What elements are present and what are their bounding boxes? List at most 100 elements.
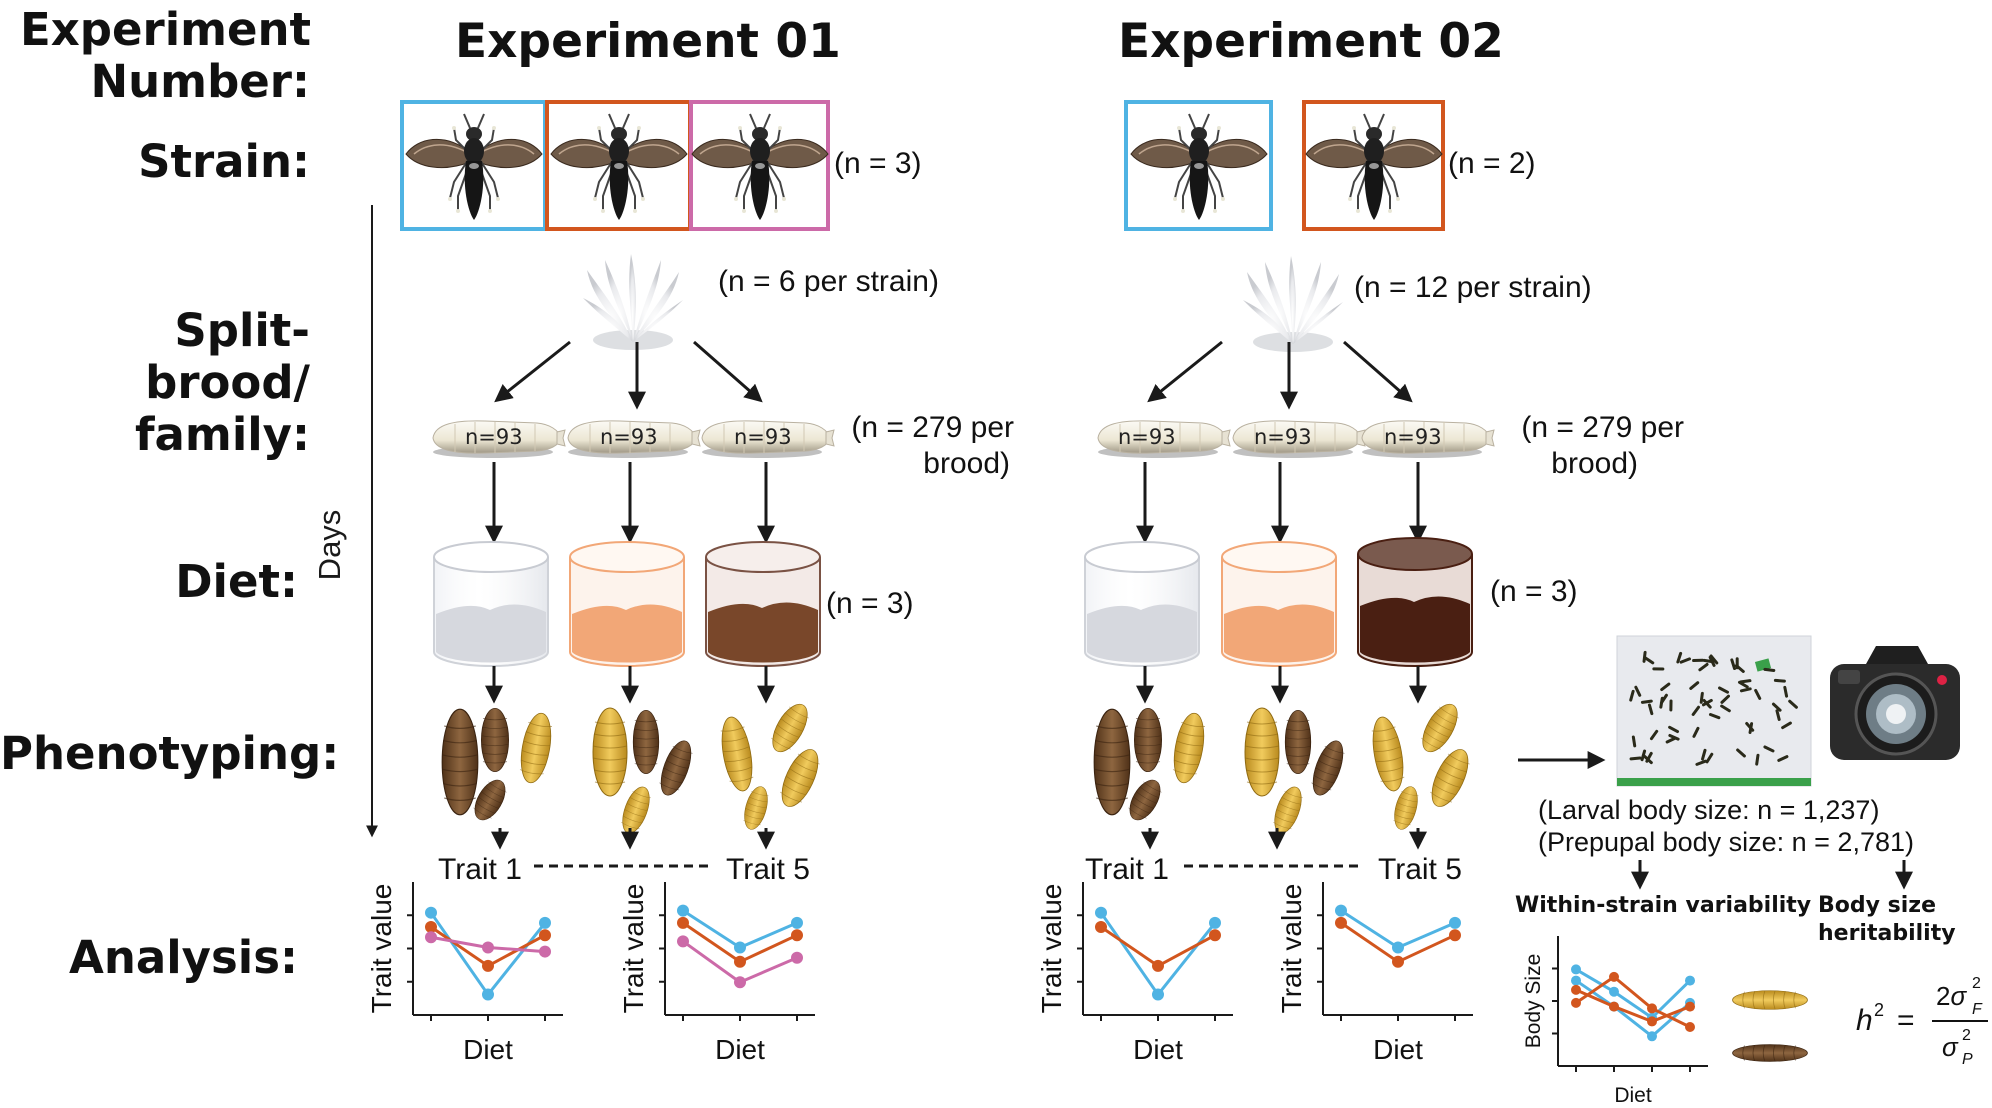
photo-larva-mark [1629,689,1635,702]
photo-larva-mark [1701,748,1707,761]
chart-5-series-1-line [1575,968,1692,1020]
chart-1-series-3-point-1 [425,931,437,944]
chart-5-ylabel: Body Size [1522,954,1545,1049]
photo-larva-mark [1773,678,1786,683]
photo-larva-mark [1763,745,1775,753]
photo-larva-mark [1708,655,1716,667]
chart-5-series-1-point-4 [1685,975,1695,986]
chart-2-series-3-point-3 [791,951,803,964]
chart-1-series-3-point-3 [539,945,551,958]
svg-text:=: = [1897,1004,1915,1037]
strain-box-orange-2 [1302,100,1445,231]
chart-4-ylabel: Trait value [1276,884,1307,1014]
photo-larva-mark [1668,725,1680,734]
photo-larva-mark [1665,736,1677,744]
chart-3-ylabel: Trait value [1036,884,1067,1014]
chart-3-xlabel: Diet [1133,1034,1183,1065]
chart-4-series-2-point-2 [1392,955,1404,968]
photo-larva-mark [1755,753,1760,766]
photo-larva-mark [1745,722,1755,732]
chart-2-series-3-point-2 [734,976,746,989]
experiment-02-larvae-n: (n = 279 per brood) [1500,410,1684,482]
chart-5-series-2-line [1575,979,1691,1038]
chart-panel-3: Diet Trait value [1036,882,1233,1065]
chart-5-series-1-point-2 [1609,986,1619,997]
chart-panel-5: Diet Body Size [1522,936,1708,1107]
chart-1-ylabel: Trait value [366,884,397,1014]
chart-3-series-1-point-2 [1152,988,1164,1001]
chart-2-xlabel: Diet [715,1034,765,1065]
photo-larva-mark [1689,681,1700,690]
photo-larva-mark [1720,694,1730,704]
time-axis-label: Days [312,509,347,581]
experiment-01-larvae-n: (n = 279 per brood) [830,410,1014,482]
larval-body-size-n: (Larval body size: n = 1,237) [1538,795,1880,825]
strain-box-blue-2 [1124,100,1273,231]
photo-larva-mark [1645,751,1653,763]
experiment-01-larva-label-2: n=93 [600,425,658,449]
svg-text:h: h [1856,1004,1873,1037]
photo-larva-mark [1631,735,1637,748]
chart-3-series-2-point-3 [1209,929,1221,942]
photo-larva-mark [1705,752,1714,764]
chart-5-series-4-point-2 [1609,971,1619,982]
heritability-formula: h 2 = 2σ 2 F σ 2 P [1856,975,1988,1068]
chart-2-series-2-point-3 [791,929,803,942]
diet-container-orange-2 [1221,541,1337,667]
photo-larva-mark [1754,688,1762,700]
chart-4-xlabel: Diet [1373,1034,1423,1065]
experiment-02-artwork [1084,100,1495,868]
row-label-diet: Diet: [175,555,298,608]
body-size-heritability-label: Body size heritability [1818,892,1956,948]
photo-larva-mark [1660,682,1671,692]
chart-1-series-2-point-1 [425,921,437,934]
larvae-photo [1616,635,1812,787]
body-size-heritability-line2: heritability [1818,921,1956,946]
diet-container-white [433,541,549,667]
strain-box-pink [689,100,830,231]
photo-larva-mark [1771,702,1782,712]
experiment-02-brood-n: (n = 12 per strain) [1354,271,1592,304]
photo-larva-mark [1781,721,1792,730]
experiment-01-larvae-n-line2: brood) [923,447,1010,480]
photo-larva-mark [1730,658,1737,671]
photo-larva-mark [1692,726,1700,738]
photo-larva-mark [1777,755,1789,762]
photo-larva-mark [1702,699,1712,709]
photo-larva-mark [1634,685,1642,697]
experiment-02-title: Experiment 02 [1118,14,1504,69]
svg-text:P: P [1962,1051,1973,1068]
photo-larva-mark [1708,712,1721,720]
photo-larva-mark [1676,651,1683,664]
chart-2-series-1-point-3 [791,916,803,929]
photo-larva-mark [1679,657,1692,664]
chart-4-series-2-point-3 [1449,929,1461,942]
chart-1-series-1-point-2 [482,988,494,1001]
photo-larva-mark [1649,729,1659,741]
experiment-01-strain-n: (n = 3) [834,147,922,180]
row-label-experiment-number: Experiment Number: [20,3,312,108]
chart-5-series-2-point-1 [1571,975,1581,986]
chart-2-series-1-point-1 [677,904,689,917]
time-axis-label-wrap: Days [310,490,350,600]
chart-5-xlabel: Diet [1614,1084,1652,1107]
svg-text:2: 2 [1962,1027,1971,1044]
experiment-01-trait-last: Trait 5 [726,853,810,886]
svg-text:σ: σ [1942,1032,1959,1062]
chart-4-series-1-point-3 [1449,916,1461,929]
chart-2-series-2-point-2 [734,955,746,968]
experiment-02-larva-label-3: n=93 [1384,425,1442,449]
experiment-02-larva-label-1: n=93 [1118,425,1176,449]
photo-larva-mark [1783,685,1789,698]
experiment-01-artwork [400,100,835,868]
photo-larva-mark [1739,679,1752,684]
svg-text:2σ: 2σ [1936,981,1967,1011]
photo-larva-mark [1643,656,1655,665]
chart-4-series-1-point-1 [1335,904,1347,917]
chart-2-series-1-point-2 [734,941,746,954]
body-size-heritability-line1: Body size [1818,893,1936,918]
row-label-split-brood: Split-brood/ family: [134,304,310,461]
